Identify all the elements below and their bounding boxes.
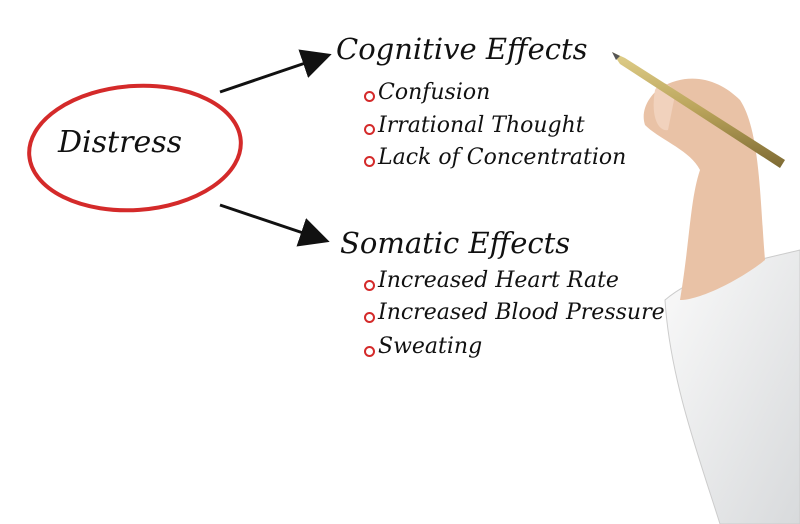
list-item: Irrational Thought [378,113,585,138]
bullet-icon [364,156,375,167]
distress-circle [27,83,243,213]
bullet-icon [364,312,375,323]
bullet-icon [364,124,375,135]
list-item: Lack of Concentration [378,145,627,170]
bullet-icon [364,280,375,291]
list-item: Increased Heart Rate [378,268,619,293]
bullet-icon [364,91,375,102]
arrow-to-cognitive [219,49,332,94]
hand-with-pen [612,52,800,524]
list-item: Confusion [378,80,491,105]
arrow-to-somatic [219,203,330,247]
list-item: Sweating [378,334,483,359]
center-label: Distress [58,125,182,160]
branch-title-cognitive: Cognitive Effects [336,32,588,66]
list-item: Increased Blood Pressure [378,300,665,325]
bullet-icon [364,346,375,357]
branch-title-somatic: Somatic Effects [340,226,571,260]
